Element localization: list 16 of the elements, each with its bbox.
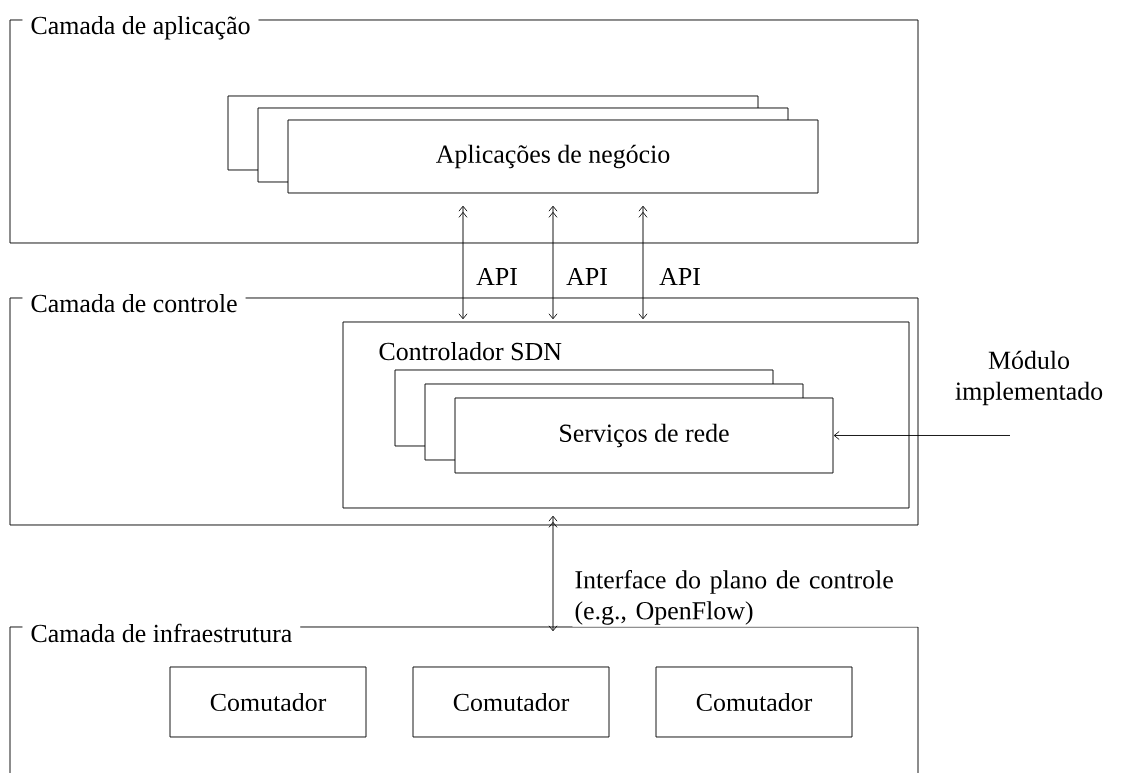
arrow <box>548 515 558 632</box>
process-box: Comutador <box>412 666 610 738</box>
arrow <box>833 431 1011 440</box>
edge-label: API <box>657 265 703 287</box>
process-box: Aplicações de negócio <box>287 119 819 194</box>
edge-label: API <box>474 265 520 287</box>
edge-label: Interface do plano de controle (e.g., OpenFlow) <box>572 568 922 627</box>
node-label: Camada de infraestrutura <box>31 623 292 643</box>
process-box: Comutador <box>169 666 367 738</box>
arrow <box>638 205 648 320</box>
arrow <box>458 205 468 320</box>
edge-label: API <box>564 265 610 287</box>
process-box: Comutador <box>655 666 853 738</box>
annotation-text: Módulo implementado <box>955 350 1103 406</box>
arrow <box>548 205 558 320</box>
process-box: Serviços de rede <box>454 397 834 474</box>
